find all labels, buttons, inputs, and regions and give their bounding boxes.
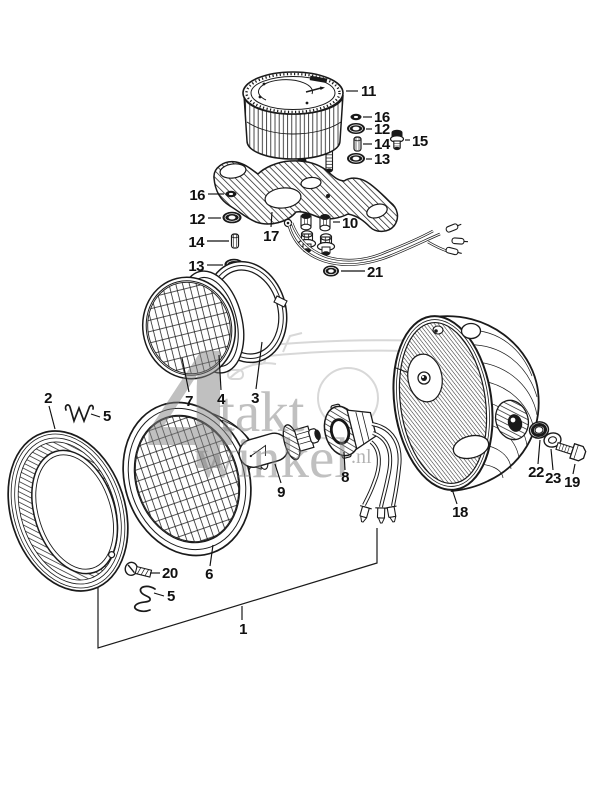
part-washer-16-left (225, 190, 237, 198)
part-label-9: 9 (277, 484, 285, 501)
part-lens-7 (141, 276, 237, 380)
part-label-23: 23 (545, 470, 561, 487)
part-screw-20 (124, 561, 153, 578)
part-label-19: 19 (564, 474, 580, 491)
leader-line-22 (537, 439, 541, 465)
leader-line-5 (153, 592, 165, 597)
bullet-terminal (384, 505, 397, 523)
part-collar-14-right (353, 136, 362, 152)
part-label-10: 10 (342, 215, 358, 232)
part-label-13: 13 (374, 151, 390, 168)
part-label-6: 6 (205, 566, 213, 583)
part-nut-13-right (347, 153, 365, 164)
part-label-5: 5 (167, 588, 175, 605)
part-collar-14-left (230, 233, 240, 249)
part-label-15: 15 (412, 133, 428, 150)
part-label-1: 1 (239, 621, 247, 638)
part-label-4: 4 (217, 391, 226, 408)
part-nut-12-left (222, 211, 242, 224)
leader-line-9 (274, 463, 282, 484)
part-washer-22 (528, 421, 550, 439)
part-headlight-shell (392, 315, 540, 493)
part-clip-spring-bottom (133, 585, 156, 613)
part-label-12: 12 (189, 211, 205, 228)
shell-bottom-cutout (452, 434, 490, 460)
bullet-terminal (375, 507, 388, 524)
part-label-11: 11 (361, 83, 376, 100)
part-speedometer (242, 71, 344, 173)
shell-side-mount (494, 399, 530, 441)
part-label-14: 14 (188, 234, 205, 251)
watermark-word-winkel: winkel (195, 427, 350, 490)
part-label-13: 13 (188, 258, 204, 275)
leader-line-7 (181, 357, 190, 393)
watermark-word-takt: takt (219, 381, 305, 444)
wire-terminal (451, 237, 469, 245)
part-label-16: 16 (189, 187, 205, 204)
wire-terminal (445, 223, 462, 233)
leader-line-19 (572, 463, 576, 475)
part-label-2: 2 (44, 390, 52, 407)
part-nut-12-right (347, 123, 365, 134)
leader-line-5 (90, 413, 101, 418)
assembly-outline-1 (97, 528, 378, 649)
part-rim-2 (7, 430, 129, 592)
part-label-8: 8 (341, 469, 349, 486)
part-socket-caps-10 (300, 213, 331, 232)
part-label-14: 14 (374, 136, 391, 153)
leader-line-18 (451, 488, 458, 505)
leader-line-8 (343, 451, 346, 471)
wire-terminal (445, 246, 462, 256)
part-label-7: 7 (185, 393, 193, 410)
shell-top-boss (460, 322, 482, 340)
leader-line-23 (550, 448, 554, 471)
part-socket-8 (323, 403, 402, 524)
part-label-20: 20 (162, 565, 178, 582)
watermark: 4 takt winkel .nl (146, 309, 372, 507)
part-label-16: 16 (374, 109, 390, 126)
ring-tab (273, 295, 288, 308)
part-stay-bracket (213, 160, 399, 233)
leader-line-2 (48, 405, 56, 430)
watermark-suffix-nl: .nl (351, 446, 372, 468)
part-label-22: 22 (528, 464, 544, 481)
shell-pivot-detail (395, 353, 443, 403)
part-nut-21 (323, 265, 339, 277)
watermark-big-4: 4 (146, 309, 235, 507)
part-label-12: 12 (374, 121, 390, 138)
speedometer-face (258, 75, 328, 105)
part-label-17: 17 (263, 228, 279, 245)
shell-rim-clip (432, 325, 444, 335)
part-bolt-15 (389, 129, 405, 151)
part-washer-23 (543, 432, 562, 448)
socket-wires (359, 422, 402, 524)
part-bulb-9 (238, 424, 321, 468)
part-clip-spring-top (64, 404, 95, 424)
part-wire-harness (283, 218, 469, 266)
part-washer-16-right (350, 113, 362, 121)
part-label-5: 5 (103, 408, 111, 425)
part-label-18: 18 (452, 504, 468, 521)
leader-line-4 (218, 354, 222, 391)
leader-line-3 (255, 341, 263, 390)
bullet-terminal (359, 505, 372, 523)
part-label-21: 21 (367, 264, 383, 281)
leader-line-17 (270, 211, 273, 228)
leader-line-6 (209, 544, 214, 567)
part-label-3: 3 (251, 390, 259, 407)
part-bolt-19 (555, 441, 587, 462)
